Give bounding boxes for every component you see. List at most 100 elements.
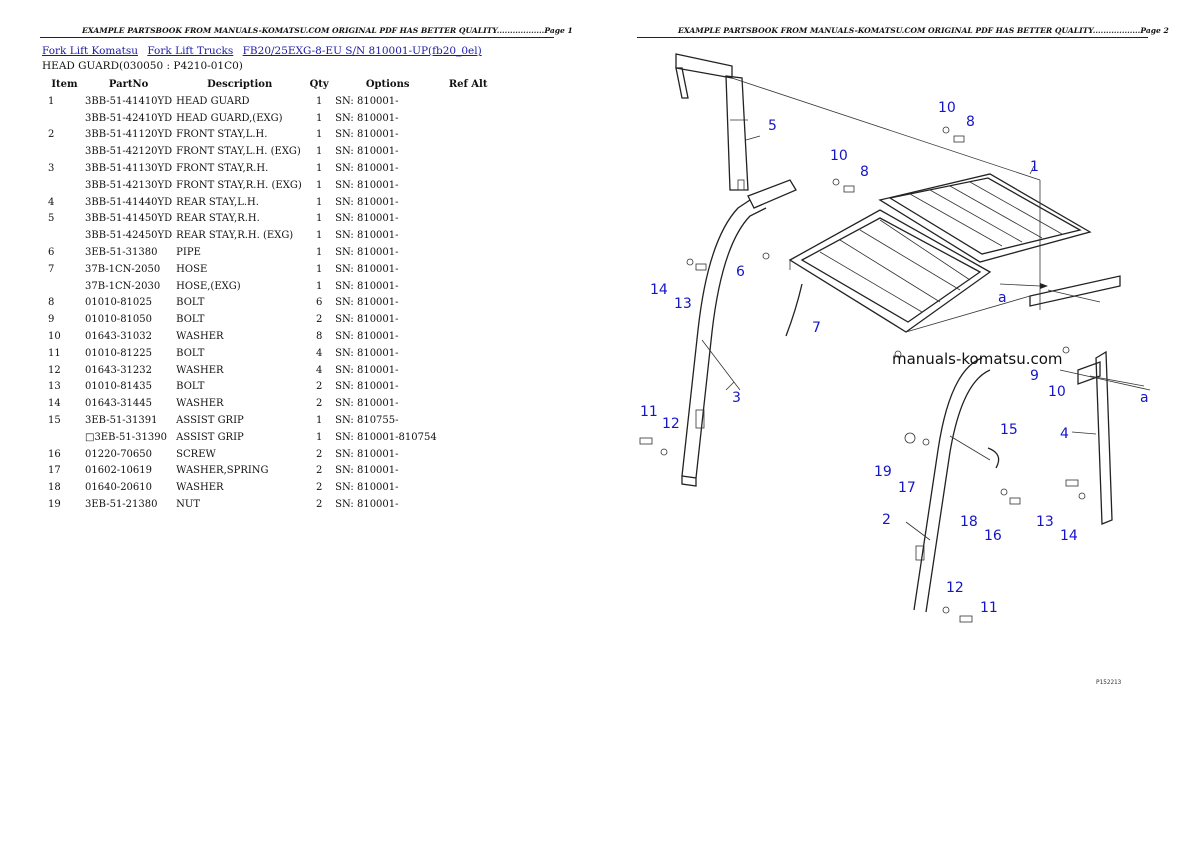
col-header-qty: Qty xyxy=(309,79,329,90)
item-cell xyxy=(42,429,83,446)
callout-label: 19 xyxy=(874,464,892,480)
item-cell: 3 xyxy=(48,163,55,175)
ref-alt-cell xyxy=(442,311,494,328)
qty-cell: 2 xyxy=(315,448,323,460)
options-cell: SN: 810001-810754 xyxy=(335,431,437,443)
options-cell: SN: 810001- xyxy=(335,129,399,141)
description-cell: FRONT STAY,L.H. (EXG) xyxy=(176,146,301,158)
page1-header: EXAMPLE PARTSBOOK FROM MANUALS-KOMATSU.C… xyxy=(82,26,573,35)
ref-alt-cell xyxy=(442,278,494,295)
ref-alt-cell xyxy=(442,177,494,194)
partno-cell: 3BB-51-41450YD xyxy=(85,213,173,225)
callout-label: 10 xyxy=(938,100,956,116)
ref-alt-cell xyxy=(442,227,494,244)
callout-label: 6 xyxy=(736,264,745,280)
options-cell: SN: 810001- xyxy=(335,213,399,225)
qty-cell: 4 xyxy=(315,347,323,359)
callout-label: a xyxy=(1140,390,1149,406)
description-cell: SCREW xyxy=(176,448,216,460)
options-cell: SN: 810001- xyxy=(335,499,399,511)
callout-label: 10 xyxy=(830,148,848,164)
item-cell: 4 xyxy=(48,196,55,208)
item-cell: 18 xyxy=(48,482,61,494)
callout-label: 14 xyxy=(650,282,668,298)
item-cell: 8 xyxy=(48,297,55,309)
qty-cell: 1 xyxy=(315,129,323,141)
partno-cell: 3BB-51-42130YD xyxy=(85,179,173,191)
drawing-code: P152213 xyxy=(1096,679,1122,686)
qty-cell: 2 xyxy=(315,465,323,477)
item-cell: 16 xyxy=(48,448,61,460)
partno-cell: 01602-10619 xyxy=(85,465,153,477)
qty-cell: 1 xyxy=(315,263,323,275)
ref-alt-cell xyxy=(442,211,494,228)
callout-label: 13 xyxy=(674,296,692,312)
qty-cell: 1 xyxy=(315,163,323,175)
partno-cell: 37B-1CN-2030 xyxy=(85,280,161,292)
ref-alt-cell xyxy=(442,143,494,160)
ref-alt-cell xyxy=(442,496,494,513)
ref-alt-cell xyxy=(442,93,494,110)
description-cell: HOSE xyxy=(176,263,208,275)
partno-cell: 01010-81025 xyxy=(85,297,153,309)
col-header-options: Options xyxy=(365,79,410,90)
item-cell xyxy=(42,177,83,194)
callout-label: 16 xyxy=(984,528,1002,544)
col-header-description: Description xyxy=(207,79,273,90)
col-header-ref-alt: Ref Alt xyxy=(448,79,488,90)
breadcrumb-link-fork-lift-trucks[interactable]: Fork Lift Trucks xyxy=(147,45,234,57)
callout-label: 10 xyxy=(1048,384,1066,400)
options-cell: SN: 810001- xyxy=(335,314,399,326)
options-cell: SN: 810001- xyxy=(335,297,399,309)
breadcrumb-link-fork-lift-komatsu[interactable]: Fork Lift Komatsu xyxy=(42,45,138,57)
item-cell: 5 xyxy=(48,213,55,225)
item-cell: 11 xyxy=(48,347,61,359)
item-cell: 6 xyxy=(48,247,55,259)
qty-cell: 2 xyxy=(315,314,323,326)
description-cell: HEAD GUARD,(EXG) xyxy=(176,112,283,124)
partno-cell: 3BB-51-42120YD xyxy=(85,146,173,158)
item-cell: 2 xyxy=(48,129,55,141)
description-cell: WASHER,SPRING xyxy=(176,465,269,477)
ref-alt-cell xyxy=(442,261,494,278)
qty-cell: 2 xyxy=(315,482,323,494)
ref-alt-cell xyxy=(442,345,494,362)
qty-cell: 1 xyxy=(315,196,323,208)
description-cell: PIPE xyxy=(176,247,201,259)
ref-alt-cell xyxy=(442,412,494,429)
ref-alt-cell xyxy=(442,244,494,261)
qty-cell: 1 xyxy=(315,230,323,242)
item-cell: 1 xyxy=(48,95,55,107)
callout-label: 9 xyxy=(1030,368,1039,384)
options-cell: SN: 810001- xyxy=(335,163,399,175)
description-cell: WASHER xyxy=(176,482,224,494)
qty-cell: 2 xyxy=(315,381,323,393)
description-cell: FRONT STAY,R.H. (EXG) xyxy=(176,179,302,191)
callout-label: 4 xyxy=(1060,426,1069,442)
qty-cell: 1 xyxy=(315,415,323,427)
options-cell: SN: 810001- xyxy=(335,146,399,158)
qty-cell: 1 xyxy=(315,179,323,191)
breadcrumb-link-model[interactable]: FB20/25EXG-8-EU S/N 810001-UP(fb20_0el) xyxy=(242,45,482,57)
ref-alt-cell xyxy=(442,463,494,480)
partno-cell: 01643-31032 xyxy=(85,331,153,343)
description-cell: BOLT xyxy=(176,297,205,309)
ref-alt-cell xyxy=(442,295,494,312)
qty-cell: 1 xyxy=(315,247,323,259)
item-cell: 17 xyxy=(48,465,61,477)
description-cell: WASHER xyxy=(176,364,224,376)
